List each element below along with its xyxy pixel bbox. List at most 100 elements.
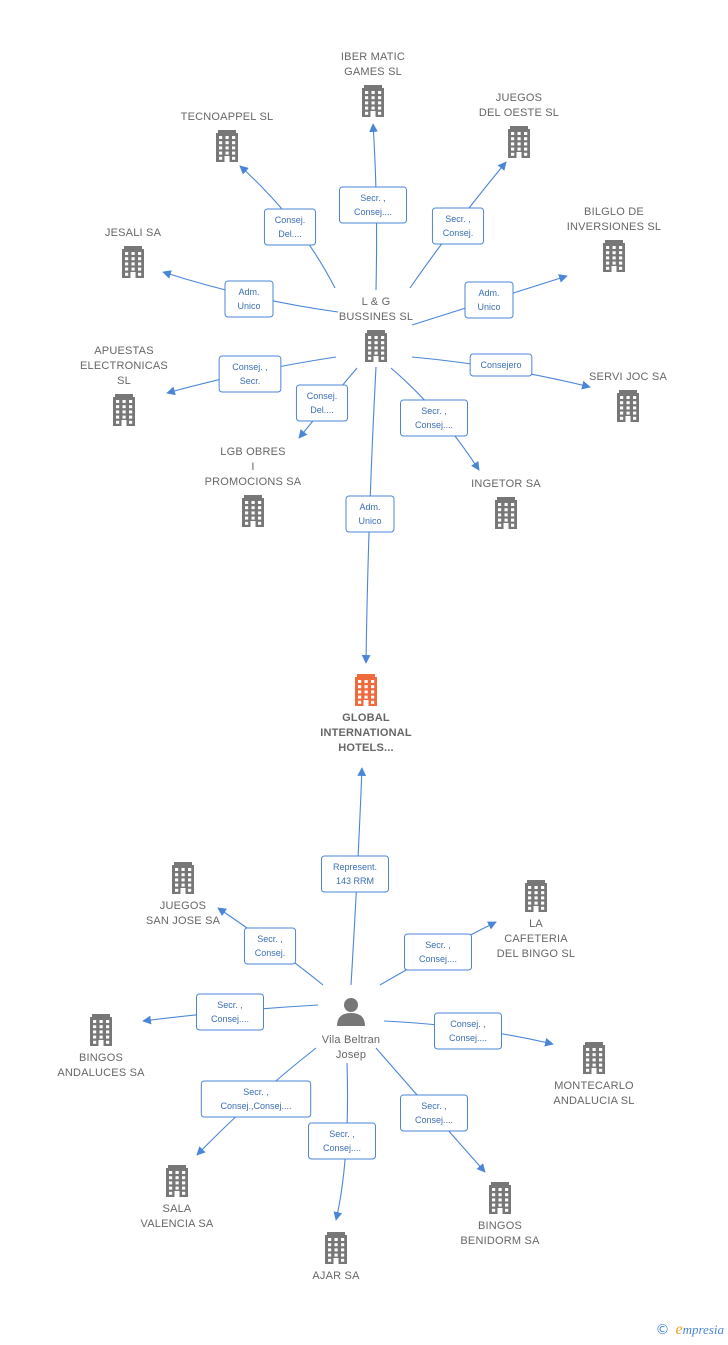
- edge-label-box: [308, 1122, 376, 1160]
- node-label: JUEGOS: [160, 900, 206, 912]
- edge-vila-bingosandaluces[interactable]: Secr. ,Consej....: [142, 993, 319, 1031]
- node-jesali[interactable]: JESALI SA: [105, 227, 162, 278]
- node-label: MONTECARLO: [554, 1080, 634, 1092]
- node-lg[interactable]: L & G BUSSINES SL: [339, 296, 413, 362]
- edge-label-text: Del....: [310, 405, 334, 415]
- edge-label-text: Consej....: [323, 1143, 361, 1153]
- person-icon: [337, 998, 365, 1026]
- node-ingetor[interactable]: INGETOR SA: [471, 478, 541, 529]
- edge-label-text: 143 RRM: [336, 876, 374, 886]
- edge-vila-cafeteria[interactable]: Secr. ,Consej....: [379, 921, 497, 986]
- edge-label-text: Consej....: [211, 1014, 249, 1024]
- node-label: SAN JOSE SA: [146, 915, 221, 927]
- node-salavalencia[interactable]: SALA VALENCIA SA: [141, 1165, 214, 1230]
- edge-lg-global[interactable]: Adm.Unico: [345, 366, 395, 664]
- node-label: SL: [117, 375, 131, 387]
- node-label: INGETOR SA: [471, 478, 541, 490]
- edge-label-text: Secr. ,: [445, 214, 471, 224]
- edge-label-box: [263, 208, 317, 246]
- edge-label-box: [404, 933, 472, 971]
- edge-label-text: Secr. ,: [360, 193, 386, 203]
- node-label: VALENCIA SA: [141, 1218, 214, 1230]
- node-tecnoappel[interactable]: TECNOAPPEL SL: [181, 111, 274, 162]
- edge-label-text: Consej....: [419, 954, 457, 964]
- edge-lg-lgbobres[interactable]: Consej.Del....: [295, 367, 358, 439]
- building-icon: [365, 330, 387, 362]
- building-icon: [508, 126, 530, 158]
- edge-label-text: Consej.: [255, 948, 286, 958]
- building-icon: [489, 1182, 511, 1214]
- node-servijoc[interactable]: SERVI JOC SA: [589, 371, 667, 422]
- node-label: ANDALUCIA SL: [553, 1095, 634, 1107]
- edge-label-text: Del....: [278, 229, 302, 239]
- node-ajar[interactable]: AJAR SA: [312, 1232, 360, 1282]
- node-label: LA: [529, 918, 543, 930]
- node-label: TECNOAPPEL SL: [181, 111, 274, 123]
- edge-vila-global[interactable]: Represent.143 RRM: [321, 767, 389, 986]
- edge-vila-bingosbenidorm[interactable]: Secr. ,Consej....: [375, 1047, 486, 1173]
- edge-label-box: [339, 186, 407, 224]
- brand-initial: e: [675, 1321, 683, 1338]
- edge-label-box: [464, 281, 514, 319]
- edge-label-text: Consej....: [415, 420, 453, 430]
- node-juegossanjose[interactable]: JUEGOS SAN JOSE SA: [146, 862, 221, 927]
- edge-vila-montecarlo[interactable]: Consej. , Consej....: [383, 1012, 554, 1050]
- edge-label-text: Consejero: [480, 360, 521, 370]
- edge-label-box: [196, 993, 264, 1031]
- building-icon: [583, 1042, 605, 1074]
- edge-label-text: Unico: [358, 516, 381, 526]
- edge-label-text: Secr. ,: [329, 1129, 355, 1139]
- empresia-logo[interactable]: empresia: [675, 1321, 724, 1339]
- building-icon: [362, 85, 384, 117]
- edge-label-text: Consej. ,: [450, 1019, 486, 1029]
- edge-lg-bilglo[interactable]: Adm.Unico: [411, 274, 568, 326]
- edge-lg-ibermatic[interactable]: Secr. ,Consej....: [339, 123, 407, 291]
- node-montecarlo[interactable]: MONTECARLO ANDALUCIA SL: [553, 1042, 634, 1107]
- node-label: INTERNATIONAL: [320, 727, 412, 739]
- node-label: L & G: [362, 296, 391, 308]
- edges-layer: Secr. ,Consej....Consej.Del....Secr. ,Co…: [142, 123, 591, 1221]
- edge-lg-jesali[interactable]: Adm.Unico: [162, 270, 339, 318]
- edge-lg-servijoc[interactable]: Consejero: [411, 353, 591, 390]
- node-label: SALA: [163, 1203, 192, 1215]
- building-icon: [122, 246, 144, 278]
- node-label: BUSSINES SL: [339, 311, 413, 323]
- node-label: PROMOCIONS SA: [205, 476, 302, 488]
- edge-label-box: [469, 353, 533, 377]
- node-label: Josep: [336, 1049, 366, 1061]
- node-label: HOTELS...: [338, 742, 394, 754]
- edge-label-text: Consej....: [449, 1033, 487, 1043]
- edge-label-box: [321, 855, 389, 893]
- node-global[interactable]: GLOBALINTERNATIONALHOTELS...: [320, 674, 412, 754]
- edge-label-box: [200, 1080, 312, 1118]
- edge-label-text: Consej.,Consej....: [220, 1101, 291, 1111]
- edge-vila-salavalencia[interactable]: Secr. ,Consej.,Consej....: [196, 1047, 317, 1156]
- node-label: GAMES SL: [344, 66, 402, 78]
- edge-label-box: [224, 280, 274, 318]
- copyright-icon: ©: [655, 1322, 670, 1338]
- edge-lg-tecnoappel[interactable]: Consej.Del....: [239, 165, 336, 289]
- edge-vila-juegossanjose[interactable]: Secr. ,Consej.: [217, 907, 324, 986]
- edge-label-text: Unico: [477, 302, 500, 312]
- edge-vila-ajar[interactable]: Secr. , Consej....: [308, 1062, 376, 1221]
- node-label: BINGOS: [79, 1052, 123, 1064]
- node-label: AJAR SA: [312, 1270, 360, 1282]
- edge-lg-ingetor[interactable]: Secr. ,Consej....: [390, 367, 480, 471]
- building-icon: [617, 390, 639, 422]
- edge-lg-apuestas[interactable]: Consej. ,Secr.: [166, 355, 337, 396]
- edge-label-text: Consej....: [415, 1115, 453, 1125]
- edge-label-text: Secr.: [240, 376, 261, 386]
- node-label: DEL OESTE SL: [479, 107, 559, 119]
- building-icon: [216, 130, 238, 162]
- edge-lg-juegosoeste[interactable]: Secr. ,Consej.: [409, 161, 507, 289]
